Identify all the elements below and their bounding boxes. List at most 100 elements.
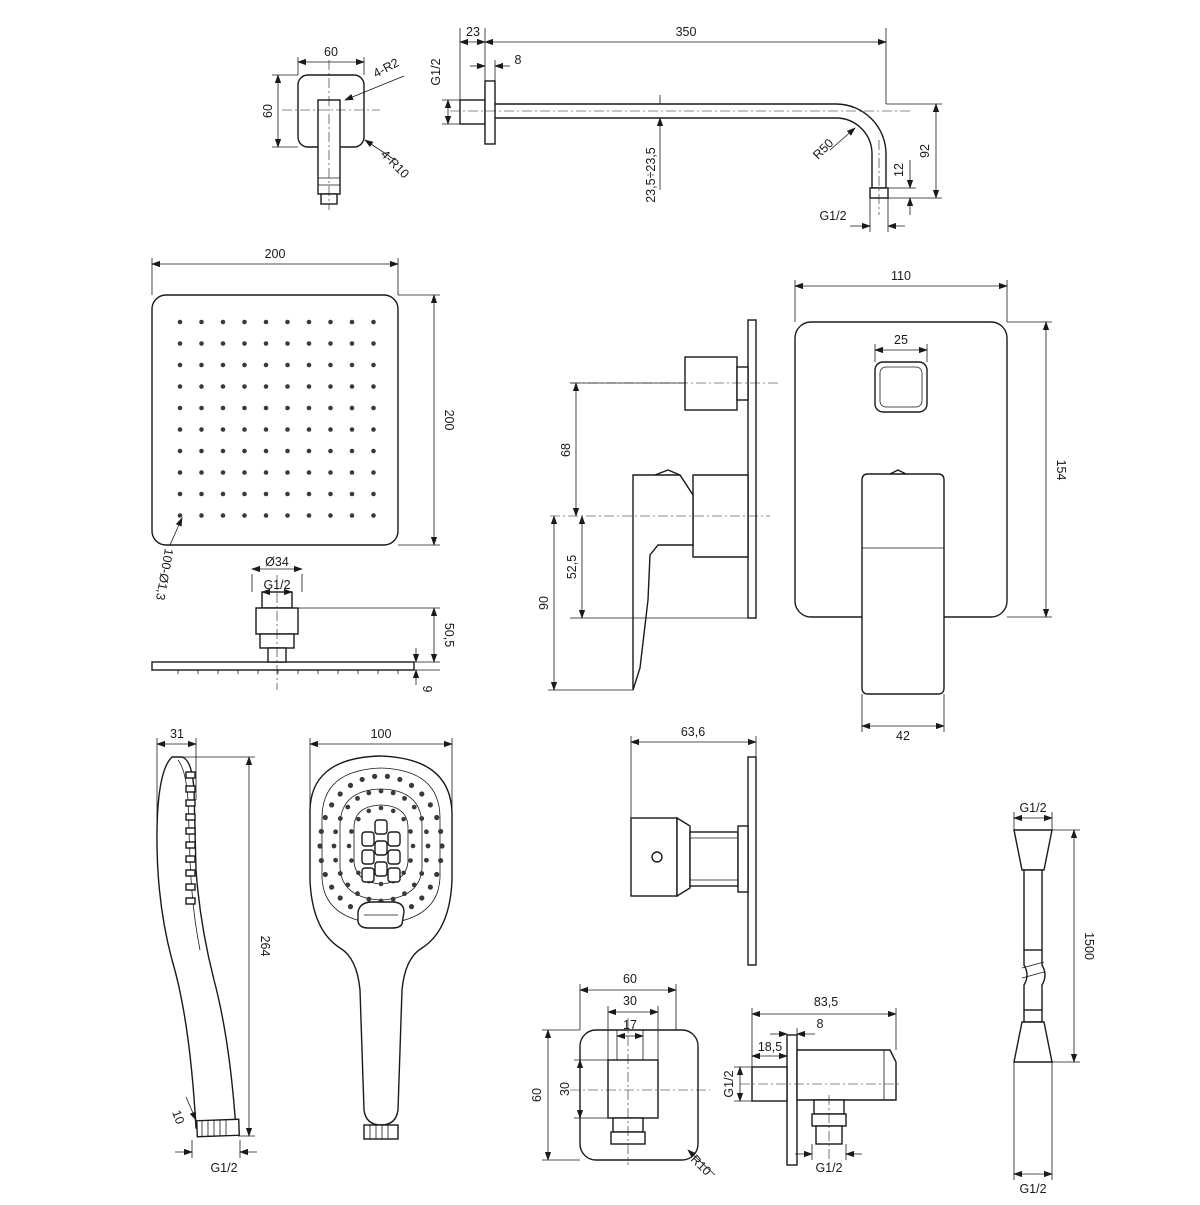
- nozzle-dot: [390, 790, 396, 796]
- nozzle-dot: [242, 362, 247, 368]
- nozzle-dot: [263, 448, 269, 454]
- nozzle-dot: [177, 427, 183, 432]
- dim-diverter-depth: 63,6: [681, 725, 705, 739]
- nozzle-dot: [317, 843, 323, 849]
- nozzle-dot: [371, 384, 376, 389]
- nozzle-dot: [285, 405, 290, 411]
- nozzle-dot: [366, 790, 372, 796]
- side-nozzle: [185, 813, 196, 821]
- nozzle-dot: [427, 802, 433, 808]
- wall-connector-top-view: 60 60 4-R2 4-R10: [261, 45, 412, 210]
- nozzle-dot: [177, 448, 183, 454]
- label-arm-radius: R50: [810, 136, 836, 162]
- nozzle-dot: [434, 814, 440, 821]
- nozzle-dot: [419, 895, 425, 901]
- nozzle-dot: [438, 828, 444, 835]
- nozzle-dot: [242, 491, 247, 497]
- nozzle-dot: [242, 448, 247, 454]
- nozzle-dot: [349, 384, 355, 389]
- nozzle-dot: [306, 448, 312, 454]
- side-nozzle: [185, 771, 196, 779]
- dim-overhead-total: 50,5: [442, 623, 456, 647]
- nozzle-dot: [349, 858, 354, 863]
- dim-hand-thickness: 31: [170, 727, 184, 741]
- outlet-side-plate: [786, 1034, 798, 1166]
- dim-overhead-height: 200: [442, 410, 456, 431]
- nozzle-dot: [285, 470, 290, 475]
- nozzle-dot: [285, 513, 290, 518]
- nozzle-dot: [285, 362, 290, 368]
- outlet-side-body: [796, 1049, 897, 1101]
- nozzle-dot: [328, 362, 333, 368]
- nozzle-dot: [349, 470, 355, 475]
- nozzle-dot: [263, 491, 269, 497]
- nozzle-dot: [220, 362, 226, 368]
- side-nozzle: [185, 799, 196, 807]
- dim-outlet-inner-h: 30: [558, 1082, 572, 1096]
- nozzle-dot: [356, 816, 361, 822]
- nozzle-dot: [397, 776, 403, 783]
- nozzle-dot: [439, 843, 445, 849]
- nozzle-dot: [220, 448, 226, 454]
- label-overhead-holes: 100-Ø1,3: [153, 547, 176, 601]
- nozzle-dot: [346, 843, 352, 849]
- nozzle-dot: [384, 773, 390, 779]
- nozzle-dot: [372, 773, 378, 779]
- label-corner-large: 4-R10: [378, 147, 412, 181]
- nozzle-dot: [220, 491, 226, 497]
- nozzle-dot: [242, 384, 247, 389]
- hand-shower-front-body: [309, 755, 453, 1126]
- nozzle-dot: [328, 405, 333, 411]
- nozzle-dot: [371, 362, 376, 368]
- nozzle-dot: [285, 384, 290, 389]
- diverter-screw-hole: [651, 851, 663, 863]
- nozzle-dot: [349, 319, 355, 325]
- nozzle-dot: [242, 427, 247, 432]
- nozzle-dot: [263, 362, 269, 368]
- side-nozzle: [185, 841, 196, 849]
- nozzle-ticks: [177, 670, 399, 674]
- nozzle-dot: [329, 802, 335, 808]
- side-nozzle: [185, 897, 196, 905]
- nozzle-dot: [371, 470, 376, 475]
- nozzle-dot: [371, 513, 376, 518]
- nozzle-dot: [378, 805, 384, 811]
- nozzle-dot: [285, 491, 290, 497]
- mixer-diverter-knob: [684, 356, 738, 411]
- nozzle-dot: [359, 776, 365, 783]
- nozzle-dot: [328, 319, 333, 325]
- overhead-shower-plate: [151, 294, 399, 546]
- nozzle-dot: [306, 362, 312, 368]
- arm-nut: [459, 99, 486, 125]
- nozzle-dot: [285, 319, 290, 325]
- nozzle-dot: [371, 491, 376, 497]
- nozzle-grid: [177, 319, 376, 518]
- nozzle-dot: [337, 895, 343, 901]
- label-hose-thread-top: G1/2: [1019, 801, 1046, 815]
- nozzle-dot: [263, 513, 269, 518]
- nozzle-dot: [177, 384, 183, 389]
- side-nozzle: [185, 827, 196, 835]
- nozzle-dot: [306, 319, 312, 325]
- dim-mixer-lever: 42: [896, 729, 910, 743]
- nozzle-dot: [306, 341, 312, 346]
- nozzle-dot: [285, 427, 290, 432]
- nozzle-dot: [355, 891, 360, 897]
- nozzle-dot: [177, 341, 183, 346]
- nozzle-dot: [220, 384, 226, 389]
- nozzle-dot: [347, 904, 354, 910]
- mixer-front-button: [874, 361, 928, 413]
- label-arm-thread-in: G1/2: [429, 58, 443, 85]
- nozzle-dot: [220, 470, 226, 475]
- nozzle-dot: [177, 470, 183, 475]
- mixer-side-view: 68 52,5 90: [537, 319, 780, 691]
- nozzle-dot: [349, 362, 355, 368]
- diverter-body: [689, 831, 739, 887]
- hand-shower-front-nozzles: [317, 773, 445, 919]
- nozzle-dot: [263, 341, 269, 346]
- nozzle-dot: [402, 795, 407, 801]
- nozzle-dot: [306, 427, 312, 432]
- dim-hand-width: 100: [371, 727, 392, 741]
- nozzle-dot: [199, 427, 204, 432]
